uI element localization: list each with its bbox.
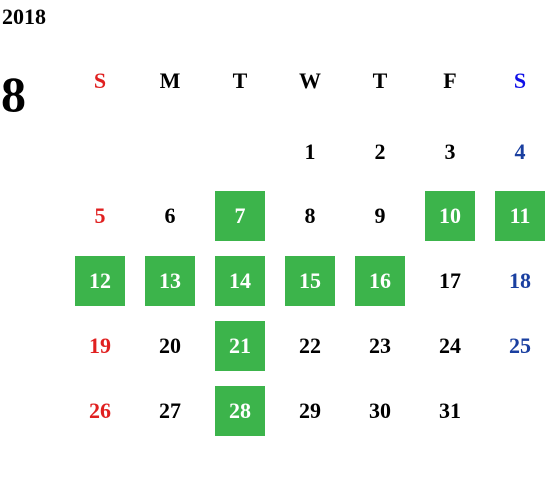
day-cell-28[interactable]: 28 [215,386,265,436]
calendar-year: 2018 [2,4,46,29]
day-cell-1[interactable]: 1 [304,139,316,164]
calendar-month: 8 [1,66,26,122]
day-cell-14[interactable]: 14 [215,256,265,306]
day-cell-31[interactable]: 31 [439,398,461,423]
day-cell-30[interactable]: 30 [369,398,391,423]
day-cell-22[interactable]: 22 [299,333,321,358]
weekday-header-thu: T [372,68,388,93]
day-cell-6[interactable]: 6 [164,203,176,228]
day-cell-18[interactable]: 18 [509,268,531,293]
day-cell-21[interactable]: 21 [215,321,265,371]
weekday-header-tue: T [232,68,248,93]
day-cell-29[interactable]: 29 [299,398,321,423]
day-cell-27[interactable]: 27 [159,398,181,423]
weekday-header-wed: W [299,68,321,93]
day-cell-25[interactable]: 25 [509,333,531,358]
day-cell-13[interactable]: 13 [145,256,195,306]
day-cell-9[interactable]: 9 [374,203,386,228]
weekday-header-sat: S [513,68,527,93]
day-cell-2[interactable]: 2 [374,139,386,164]
day-cell-26[interactable]: 26 [89,398,111,423]
day-cell-16[interactable]: 16 [355,256,405,306]
day-cell-3[interactable]: 3 [444,139,456,164]
day-cell-7[interactable]: 7 [215,191,265,241]
day-cell-15[interactable]: 15 [285,256,335,306]
day-cell-19[interactable]: 19 [89,333,111,358]
day-cell-24[interactable]: 24 [439,333,461,358]
day-cell-17[interactable]: 17 [439,268,461,293]
day-cell-10[interactable]: 10 [425,191,475,241]
day-cell-5[interactable]: 5 [94,203,106,228]
day-cell-20[interactable]: 20 [159,333,181,358]
weekday-header-fri: F [443,68,457,93]
day-cell-23[interactable]: 23 [369,333,391,358]
day-cell-11[interactable]: 11 [495,191,545,241]
weekday-header-mon: M [159,68,181,93]
day-cell-8[interactable]: 8 [304,203,316,228]
day-cell-12[interactable]: 12 [75,256,125,306]
weekday-header-sun: S [93,68,107,93]
day-cell-4[interactable]: 4 [514,139,526,164]
